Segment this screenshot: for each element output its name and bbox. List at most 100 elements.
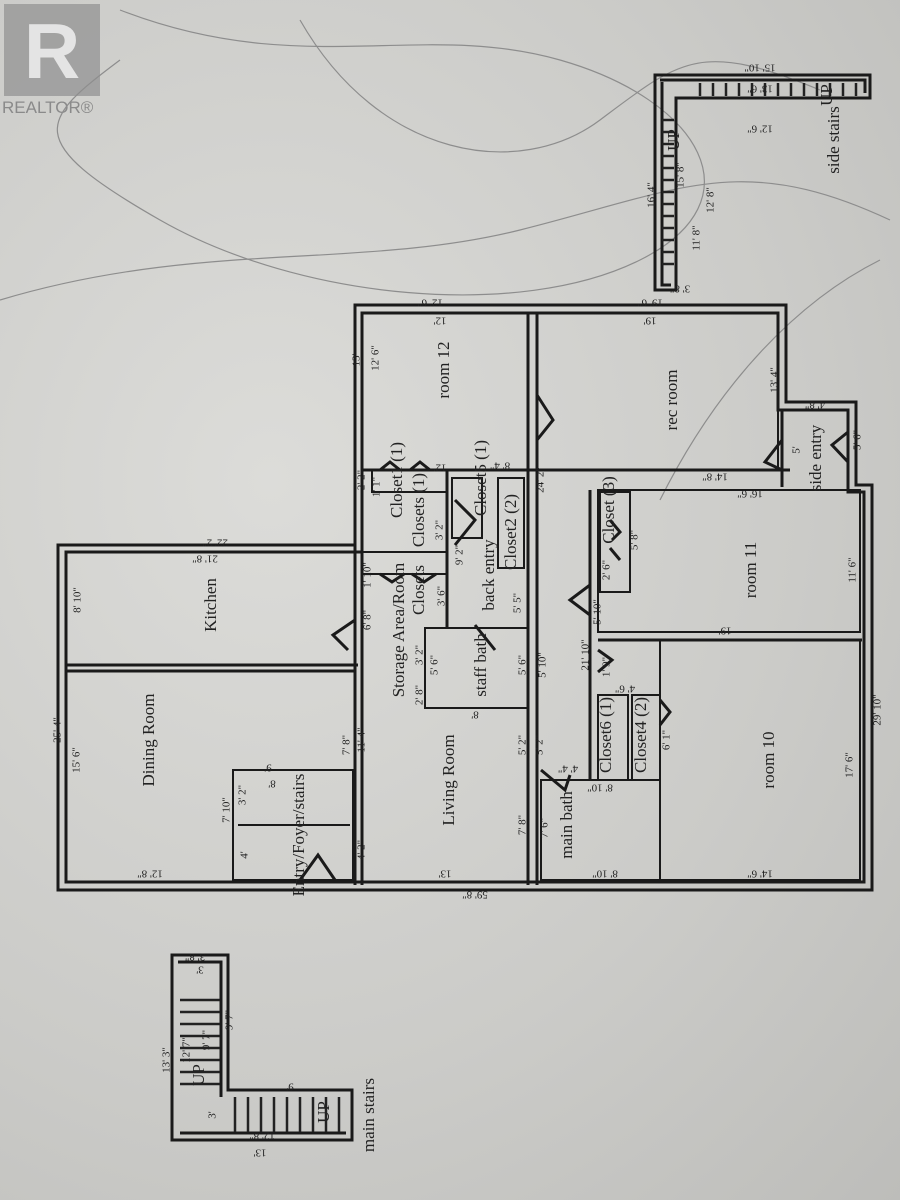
- room-label: staff bath: [471, 633, 490, 697]
- dimension-label: 11' 8": [691, 225, 703, 250]
- side-stairs: [653, 73, 872, 292]
- dimension-label: 5': [791, 446, 803, 454]
- dimension-label: 7' 6": [539, 818, 551, 838]
- dimension-label: 4' 2": [356, 840, 368, 860]
- dimension-label: 9' 7": [224, 1010, 236, 1030]
- room-label: side stairs: [824, 106, 843, 174]
- dimension-label: 9' 2": [454, 545, 466, 565]
- room-label: Closet5 (1): [471, 440, 490, 516]
- dimension-label: 3': [207, 1111, 219, 1119]
- room-label: room 10: [759, 731, 778, 788]
- dimension-label: 7' 8": [517, 815, 529, 835]
- dimension-label: 12': [433, 314, 446, 326]
- room-label: Kitchen: [201, 578, 220, 632]
- dimension-label: 12': [433, 461, 446, 473]
- dimension-label: 16' 6": [737, 487, 763, 499]
- room-label: Closet1 (1): [387, 442, 406, 518]
- dimension-label: 12' 8": [249, 1129, 275, 1141]
- dimension-label: 7' 8": [341, 735, 353, 755]
- dimension-label: 15' 6": [71, 747, 83, 773]
- room-11-walls: [597, 489, 861, 633]
- dimension-label: 6' 1": [661, 730, 673, 750]
- dimension-label: 5' 2": [517, 735, 529, 755]
- dimension-label: 8': [471, 708, 479, 720]
- room-label: Closet4 (2): [631, 697, 650, 773]
- dimension-label: 8' 10": [592, 867, 618, 879]
- room-label: Storage Area/Room: [389, 563, 408, 698]
- dimension-label: 8' 10": [72, 587, 84, 613]
- dimension-label: 8' 10": [587, 781, 613, 793]
- dimension-label: 13' 6": [747, 82, 773, 94]
- room-label: room 11: [741, 542, 760, 599]
- doors: [298, 394, 850, 881]
- realtor-logo-text: REALTOR®: [2, 98, 94, 117]
- dimension-label: 11' 6": [847, 557, 859, 582]
- dimension-label: 59' 8": [462, 888, 488, 900]
- rec-room-walls: [527, 312, 779, 471]
- walls: [56, 303, 874, 892]
- dimension-label: 21' 10": [580, 639, 592, 670]
- room-label: Living Room: [439, 734, 458, 825]
- room-label: main bath: [557, 791, 576, 859]
- dimension-label: 3' 8": [185, 950, 205, 962]
- dimension-label: 14' 6": [747, 867, 773, 879]
- realtor-logo: R REALTOR®: [0, 0, 104, 124]
- dimension-label: 24' 2": [535, 467, 547, 493]
- dimension-label: 12' 6": [417, 296, 443, 308]
- dimension-label: 4' 4": [558, 762, 578, 774]
- dimension-label: 13': [253, 1146, 266, 1158]
- room-label: back entry: [479, 539, 498, 611]
- room-label: UP: [314, 1101, 333, 1123]
- dimension-label: 3' 8": [670, 282, 690, 294]
- dimension-label: 14' 8": [702, 470, 728, 482]
- dimension-label: 8': [268, 777, 276, 789]
- room-label: UP: [817, 84, 836, 106]
- dimension-label: 12' 7": [181, 1037, 193, 1063]
- dimension-label: 4': [239, 851, 251, 859]
- dimension-label: 5' 6": [517, 655, 529, 675]
- dimension-label: 13': [351, 353, 363, 366]
- dimension-label: 2' 6": [601, 560, 613, 580]
- dimension-label: 6' 8": [362, 610, 374, 630]
- closet6-walls: [597, 694, 629, 781]
- dimension-label: 5' 8": [629, 530, 641, 550]
- dimension-label: 7' 10": [221, 797, 233, 823]
- dimension-label: 25' 4": [52, 717, 64, 743]
- dimension-label: 3' 2": [414, 645, 426, 665]
- room-label: room 12: [434, 341, 453, 398]
- dimension-label: 1' 9": [601, 657, 613, 677]
- room-label: side entry: [806, 424, 825, 491]
- dimension-label: 3' 6": [436, 586, 448, 606]
- room-label: Closets (1): [409, 473, 428, 547]
- dimension-label: 17' 6": [844, 752, 856, 778]
- room-label: main stairs: [359, 1078, 378, 1152]
- room-label: Entry/Foyer/stairs: [289, 774, 308, 897]
- dimension-label: 13' 3": [161, 1047, 173, 1073]
- dimension-label: 9' 7": [201, 1030, 213, 1050]
- dimension-label: 5' 10": [592, 599, 604, 625]
- room-label: Closet2 (2): [501, 494, 520, 570]
- main-stairs: [170, 953, 354, 1142]
- dimension-label: 13': [438, 867, 451, 879]
- room-label: Closet (3): [599, 476, 618, 544]
- dimension-label: 5' 6": [429, 655, 441, 675]
- dimension-label: 15' 10": [744, 61, 775, 73]
- dimension-label: 4' 6": [615, 682, 635, 694]
- dimension-label: 2' 2": [356, 470, 368, 490]
- dimension-label: 8' 4": [490, 459, 510, 471]
- dimension-label: 12' 6": [370, 345, 382, 371]
- room-label: Closet6 (1): [596, 697, 615, 773]
- realtor-logo-mark: R: [23, 7, 81, 95]
- dimension-label: 29' 10": [872, 694, 884, 725]
- pencil-scribbles: [0, 9, 891, 501]
- dimension-label: 19' 6": [637, 296, 663, 308]
- closet4-walls: [631, 694, 661, 781]
- dimension-label: 12' 6": [747, 122, 773, 134]
- dimension-label: 13' 4": [769, 367, 781, 393]
- realtor-logo-box: [4, 4, 100, 96]
- dimension-label: 5' 10": [537, 652, 549, 678]
- room-label: Closets: [409, 565, 428, 615]
